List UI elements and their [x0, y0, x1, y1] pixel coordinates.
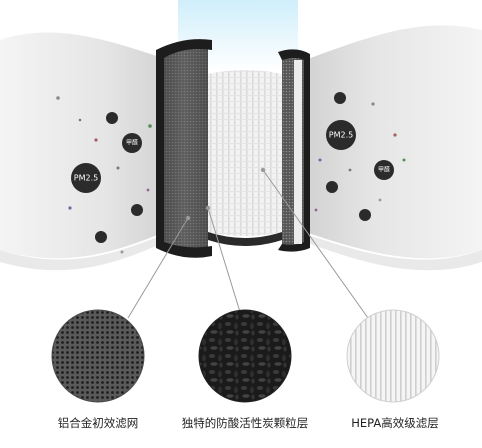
- right-air-wave: [305, 25, 482, 259]
- pollutant-bubbles-left: PM2.5 甲醛: [56, 96, 152, 254]
- formaldehyde-label-right: 甲醛: [378, 166, 390, 174]
- pm25-label-left: PM2.5: [74, 174, 98, 183]
- pm25-label-right: PM2.5: [329, 131, 353, 140]
- caption-aluminum-prefilter: 铝合金初效滤网: [57, 416, 139, 430]
- caption-hepa: HEPA高效级滤层: [351, 416, 439, 430]
- pm25-bubble-left: [71, 163, 101, 193]
- filter-hepa-core: [208, 70, 282, 236]
- pm25-bubble-right: [326, 120, 356, 150]
- pollutant-bubbles-right: PM2.5 甲醛: [314, 92, 406, 221]
- caption-activated-carbon: 独特的防酸活性炭颗粒层: [181, 416, 309, 430]
- formaldehyde-bubble-left: [122, 133, 142, 153]
- left-air-wave: [0, 32, 170, 259]
- detail-activated-carbon: [198, 309, 292, 403]
- formaldehyde-label-left: 甲醛: [126, 139, 138, 147]
- detail-hepa: [346, 309, 440, 403]
- detail-aluminum-prefilter: [51, 309, 145, 403]
- formaldehyde-bubble-right: [374, 160, 394, 180]
- leader-lines: [127, 169, 369, 319]
